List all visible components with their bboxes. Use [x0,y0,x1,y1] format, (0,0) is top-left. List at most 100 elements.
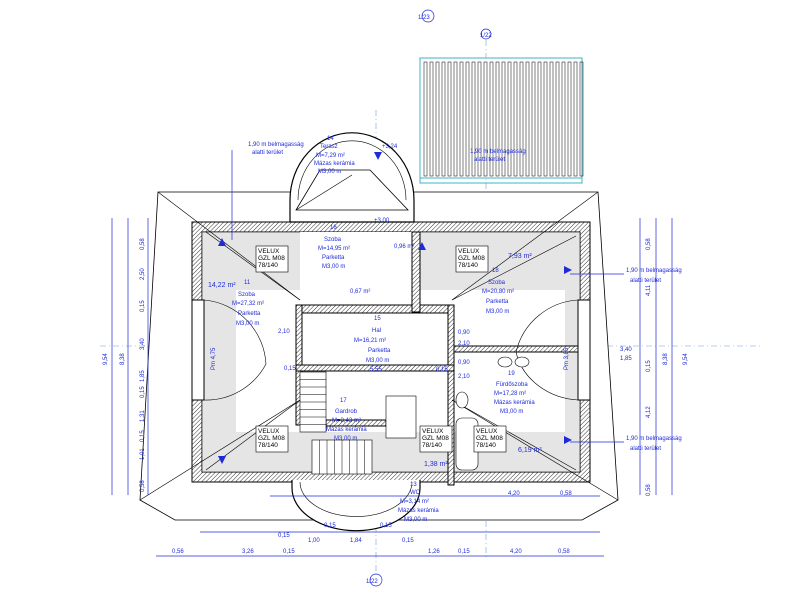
dim-inner: 5,55 2,10 2,10 2,10 0,90 0,90 0,15 0,15 [278,329,470,380]
area-label: 6,19 m² [518,447,542,454]
pergola-slat [471,61,476,177]
pergola-slat [555,61,560,177]
svg-text:Parketta: Parketta [368,348,391,354]
svg-text:M=27,32 m²: M=27,32 m² [232,301,264,307]
svg-text:78/140: 78/140 [458,262,478,269]
svg-text:M=16,21 m²: M=16,21 m² [354,338,386,344]
svg-text:M=3,14 m²: M=3,14 m² [400,499,429,505]
svg-text:M=14,95 m²: M=14,95 m² [318,246,350,252]
svg-text:M=20,80 m²: M=20,80 m² [482,289,514,295]
svg-text:M3,00 m: M3,00 m [334,436,357,442]
svg-text:VELUX: VELUX [476,428,498,435]
svg-text:Szoba: Szoba [488,280,506,286]
svg-text:0,15: 0,15 [140,430,146,442]
svg-text:1,90 m belmagasság: 1,90 m belmagasság [626,436,682,442]
svg-text:0,15: 0,15 [402,538,414,544]
svg-text:0,15: 0,15 [436,367,448,373]
pergola-slat [573,61,578,177]
area-label: 0,96 m² [394,244,414,250]
svg-text:13: 13 [410,482,417,488]
pergola-slat [537,61,542,177]
svg-text:0,58: 0,58 [646,238,652,250]
svg-text:78/140: 78/140 [258,442,278,449]
svg-text:0,15: 0,15 [140,300,146,312]
svg-text:1,85: 1,85 [620,356,632,362]
svg-text:0,15: 0,15 [283,549,295,555]
svg-text:4,20: 4,20 [510,549,522,555]
svg-text:18: 18 [492,268,499,274]
note-low-area-top-right: 1,90 m belmagasság alatti terület [470,149,526,163]
svg-text:4,12: 4,12 [646,406,652,418]
note-low-area-bottom-right: 1,90 m belmagasság alatti terület [570,436,682,452]
svg-text:0,58: 0,58 [558,549,570,555]
svg-text:11: 11 [244,280,251,286]
svg-text:0,90: 0,90 [458,330,470,336]
area-label: 14,22 m² [208,282,236,289]
svg-text:GZL M08: GZL M08 [258,255,285,262]
room-label-gardrob: 17 Gardrob M=2,42 m² Mázas kerámia M3,00… [326,398,367,442]
pergola-slat [507,61,512,177]
pergola-slat [519,61,524,177]
pergola-slat [435,61,440,177]
room-label-furdoszoba: 19 Fürdőszoba M=17,28 m² Mázas kerámia M… [494,371,535,415]
velux-window: VELUX GZL M08 78/140 [419,425,453,453]
svg-text:M3,00 m: M3,00 m [318,169,341,175]
pergola-slat [483,61,488,177]
room-label-wc: 13 WC M=3,14 m² Mázas kerámia M3,00 m [398,482,439,523]
pergola-slat [459,61,464,177]
svg-text:M3,00 m: M3,00 m [500,409,523,415]
velux-window: VELUX GZL M08 78/140 [255,425,289,453]
note-low-area-right: 1,90 m belmagasság alatti terület [570,268,682,284]
bathroom-fixtures [455,356,530,471]
svg-text:alatti terület: alatti terület [474,157,505,163]
arrow-marker [218,152,572,464]
svg-text:0,58: 0,58 [560,491,572,497]
svg-text:Hal: Hal [372,328,381,334]
svg-text:Terasz: Terasz [320,144,338,150]
svg-text:0,15: 0,15 [646,360,652,372]
svg-text:2,50: 2,50 [140,268,146,280]
svg-text:M=2,42 m²: M=2,42 m² [332,418,361,424]
svg-text:15: 15 [374,316,381,322]
pergola-slat [579,61,584,177]
door-swings [203,299,579,401]
pergola-slat [447,61,452,177]
bottom-bay [291,480,421,532]
svg-text:5,55: 5,55 [370,367,382,373]
svg-text:1,00: 1,00 [308,538,320,544]
pergola-slat [549,61,554,177]
svg-text:1,26: 1,26 [428,549,440,555]
svg-text:78/140: 78/140 [258,262,278,269]
svg-text:M3,00 m: M3,00 m [366,358,389,364]
svg-text:Fürdőszoba: Fürdőszoba [496,382,528,388]
stairs [299,371,417,475]
note-low-area-top-left: 1,90 m belmagasság alatti terület [231,142,304,240]
pergola-slat [525,61,530,177]
room-label-szoba-18: 18 Szoba M=20,80 m² Parketta M3,00 m [482,268,514,315]
dim-left: 9,54 8,38 0,58 2,50 0,15 3,40 1,85 0,15 … [103,218,149,495]
room-label-hal: 15 Hal M=16,21 m² Parketta M3,00 m [354,316,391,364]
pergola-slat [465,61,470,177]
pergola-slat [567,61,572,177]
svg-text:4,20: 4,20 [508,491,520,497]
svg-text:1,84: 1,84 [350,538,362,544]
svg-text:0,15: 0,15 [324,523,336,529]
pergola-slat [453,61,458,177]
svg-text:0,15: 0,15 [380,523,392,529]
svg-text:9,54: 9,54 [683,353,689,365]
svg-text:Szoba: Szoba [238,292,256,298]
svg-text:VELUX: VELUX [458,248,480,255]
svg-text:2,10: 2,10 [458,374,470,380]
dim-right: 9,54 8,38 0,58 4,11 3,40 1,85 0,15 4,12 … [620,218,689,496]
svg-text:1,01: 1,01 [140,448,146,460]
svg-text:Mázas kerámia: Mázas kerámia [494,400,535,406]
svg-text:Gardrob: Gardrob [335,409,358,415]
room-label-terasz: 14 Terasz M=7,29 m² Mázas kerámia M3,00 … [314,136,355,175]
section-mark-top: 1/23 [418,9,435,23]
svg-text:0,15: 0,15 [284,366,296,372]
svg-text:4,11: 4,11 [646,284,652,296]
pergola-slat [501,61,506,177]
svg-text:0,90: 0,90 [458,360,470,366]
pergola-slat [495,61,500,177]
